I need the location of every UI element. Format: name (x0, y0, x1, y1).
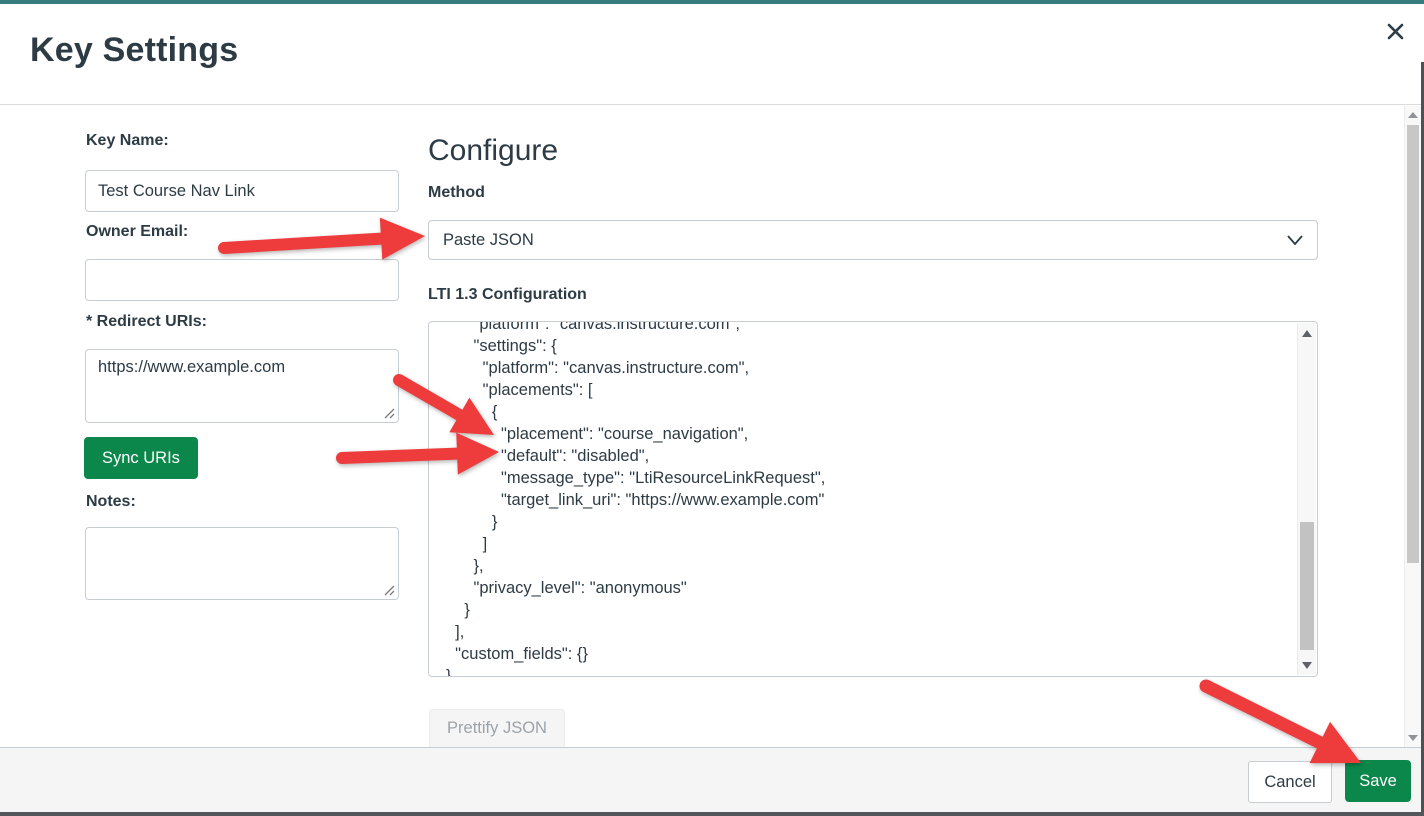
redirect-uris-label: * Redirect URIs: (86, 313, 207, 330)
method-selected-value: Paste JSON (443, 231, 534, 249)
page-scroll-up-arrow[interactable] (1405, 107, 1421, 123)
window-bottom-edge (0, 812, 1424, 816)
redirect-uris-field: https://www.example.com (85, 349, 399, 423)
notes-textarea[interactable] (85, 527, 399, 600)
lti-config-textarea[interactable]: "platform": "canvas.instructure.com", "s… (428, 321, 1318, 677)
save-button[interactable]: Save (1345, 760, 1411, 802)
method-label: Method (428, 184, 485, 201)
top-accent-bar (0, 0, 1424, 4)
page-scrollbar (1404, 106, 1421, 747)
resize-handle-icon[interactable] (384, 408, 395, 419)
json-scrollbar-thumb[interactable] (1300, 522, 1314, 650)
key-name-input[interactable] (85, 170, 399, 212)
scroll-down-arrow[interactable] (1298, 657, 1316, 673)
owner-email-input[interactable] (85, 259, 399, 301)
prettify-json-button[interactable]: Prettify JSON (429, 709, 565, 747)
modal-header: Key Settings (0, 4, 1424, 105)
resize-handle-icon[interactable] (384, 585, 395, 596)
notes-label: Notes: (86, 493, 136, 510)
sync-uris-button[interactable]: Sync URIs (84, 437, 198, 479)
owner-email-label: Owner Email: (86, 223, 189, 240)
redirect-uris-textarea[interactable]: https://www.example.com (85, 349, 399, 423)
page-scrollbar-thumb[interactable] (1407, 125, 1419, 563)
chevron-down-icon (1287, 235, 1303, 246)
method-select[interactable]: Paste JSON (428, 220, 1318, 260)
window-right-edge (1421, 62, 1424, 816)
lti-config-label: LTI 1.3 Configuration (428, 286, 587, 303)
scroll-up-arrow[interactable] (1298, 325, 1316, 341)
modal-footer: Cancel (0, 747, 1424, 812)
key-name-label: Key Name: (86, 132, 169, 149)
json-scrollbar (1297, 323, 1316, 675)
annotation-arrow-method (218, 217, 425, 260)
close-button[interactable] (1382, 18, 1408, 44)
page-title: Key Settings (30, 31, 239, 69)
lti-config-json-text: "platform": "canvas.instructure.com", "s… (446, 321, 826, 677)
notes-field (85, 527, 399, 600)
page-scroll-down-arrow[interactable] (1405, 730, 1421, 746)
close-icon (1387, 23, 1403, 39)
cancel-button[interactable]: Cancel (1248, 761, 1332, 803)
configure-heading: Configure (428, 134, 559, 167)
